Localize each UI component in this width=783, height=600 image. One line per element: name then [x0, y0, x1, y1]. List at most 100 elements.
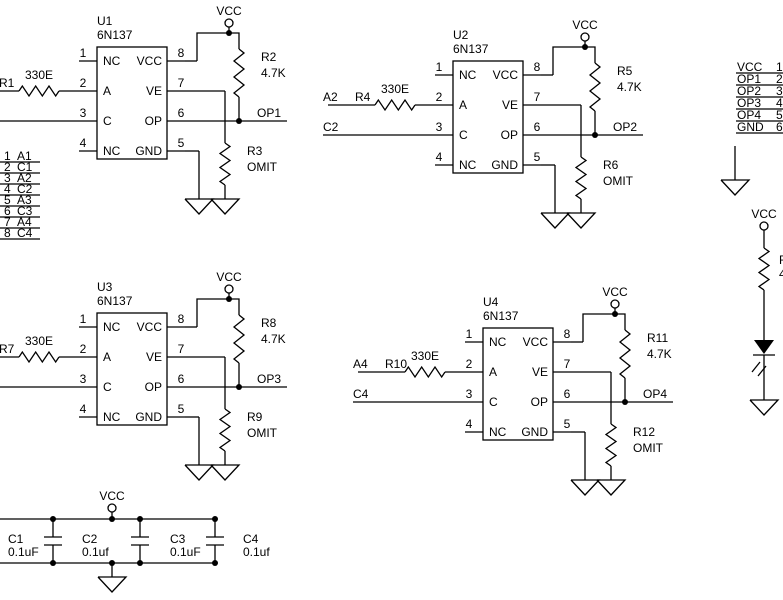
junction-dot	[622, 399, 628, 405]
pin-name: VE	[532, 365, 548, 379]
resistor-value: 4.7K	[261, 66, 286, 80]
resistor-ref: R4	[355, 90, 371, 104]
part-number: 6N137	[97, 28, 133, 42]
pin-name: A	[459, 98, 467, 112]
pin-name: VCC	[493, 68, 519, 82]
connector-net-label: C2	[17, 182, 33, 196]
resistor-ref: R1	[0, 76, 15, 90]
resistor-value: 330E	[25, 68, 53, 82]
resistor-ref: R2	[261, 50, 277, 64]
ref-designator: U1	[97, 14, 113, 28]
pin-name: NC	[103, 54, 121, 68]
junction-dot	[137, 516, 143, 522]
pin-name: C	[489, 395, 498, 409]
connector-net-label: A4	[17, 215, 32, 229]
capacitor-ref: C3	[170, 532, 186, 546]
connector-net-label: C4	[17, 226, 33, 240]
resistor-value: 330E	[411, 349, 439, 363]
connector-pin-number: 4	[4, 182, 11, 196]
ground-symbol	[540, 212, 571, 229]
connector-pin-number: 2	[4, 160, 11, 174]
pin-number: 7	[564, 357, 571, 371]
resistor-ref: R12	[633, 425, 655, 439]
pin-name: NC	[103, 320, 121, 334]
capacitor-value: 0.1uF	[8, 545, 39, 559]
pin-name: VE	[502, 98, 518, 112]
resistor-ref: R7	[0, 342, 15, 356]
vcc-symbol	[759, 221, 769, 231]
junction-dot	[212, 516, 218, 522]
vcc-symbol	[224, 18, 234, 28]
pin-name: C	[103, 380, 112, 394]
pin-number: 5	[534, 150, 541, 164]
junction-dot	[226, 30, 232, 36]
pin-name: OP	[501, 128, 518, 142]
pin-name: OP	[145, 114, 162, 128]
connector-pin-number: 3	[4, 171, 11, 185]
pin-name: NC	[459, 68, 477, 82]
pin-number: 8	[178, 312, 185, 326]
net-label: A4	[353, 357, 368, 371]
pin-number: 4	[80, 402, 87, 416]
pin-name: NC	[489, 335, 507, 349]
resistor-value: 330E	[25, 334, 53, 348]
junction-dot	[582, 44, 588, 50]
pin-number: 4	[80, 136, 87, 150]
connector-pin-number: 2	[776, 72, 783, 86]
pin-name: GND	[135, 410, 162, 424]
junction-dot	[226, 296, 232, 302]
connector-net-label: OP1	[737, 72, 761, 86]
pin-name: NC	[489, 425, 507, 439]
pin-name: A	[103, 350, 111, 364]
net-label: C2	[323, 120, 339, 134]
pin-number: 5	[178, 402, 185, 416]
net-label: A2	[323, 90, 338, 104]
junction-dot	[612, 311, 618, 317]
pin-number: 2	[80, 342, 87, 356]
pin-number: 6	[534, 120, 541, 134]
connector-net-label: A1	[17, 149, 32, 163]
pin-name: A	[103, 84, 111, 98]
part-number: 6N137	[97, 294, 133, 308]
resistor-ref: R8	[261, 316, 277, 330]
pin-number: 1	[80, 46, 87, 60]
pin-name: OP	[531, 395, 548, 409]
connector-pin-number: 6	[4, 204, 11, 218]
ref-designator: U4	[483, 295, 499, 309]
resistor-zigzag	[232, 314, 246, 364]
resistor-zigzag	[757, 247, 771, 291]
output-net-label: OP3	[257, 372, 281, 386]
vcc-symbol	[224, 284, 234, 294]
connector-pin-number: 5	[4, 193, 11, 207]
resistor-zigzag	[18, 350, 60, 364]
ref-designator: U2	[453, 28, 469, 42]
ic-body	[452, 60, 524, 174]
connector-pin-number: 7	[4, 215, 11, 229]
vcc-label: VCC	[99, 489, 125, 503]
optocoupler-u3: U36N1371NC2A3C4NC8VCC7VE6OP5GND330ER7VCC…	[0, 270, 287, 481]
pin-number: 6	[178, 372, 185, 386]
resistor-ref: R9	[247, 410, 263, 424]
resistor-zigzag	[588, 62, 602, 112]
pin-number: 4	[466, 417, 473, 431]
pin-number: 4	[436, 150, 443, 164]
connector-net-label: OP3	[737, 96, 761, 110]
pin-number: 5	[564, 417, 571, 431]
ground-symbol	[210, 198, 241, 215]
resistor-zigzag	[618, 329, 632, 379]
pin-name: NC	[459, 158, 477, 172]
pin-number: 7	[178, 76, 185, 90]
vcc-label: VCC	[751, 207, 777, 221]
junction-dot	[109, 560, 115, 566]
connector-pin-number: 3	[776, 84, 783, 98]
pin-name: VCC	[137, 54, 163, 68]
pin-number: 5	[178, 136, 185, 150]
vcc-symbol	[580, 32, 590, 42]
ground-symbol	[596, 479, 627, 496]
pin-number: 6	[178, 106, 185, 120]
optocoupler-u4: U46N1371NC2A3C4NC8VCC7VE6OP5GND330ER10A4…	[353, 285, 673, 496]
connector-net-label: VCC	[737, 60, 763, 74]
resistor-value: OMIT	[603, 174, 634, 188]
pin-name: GND	[135, 144, 162, 158]
